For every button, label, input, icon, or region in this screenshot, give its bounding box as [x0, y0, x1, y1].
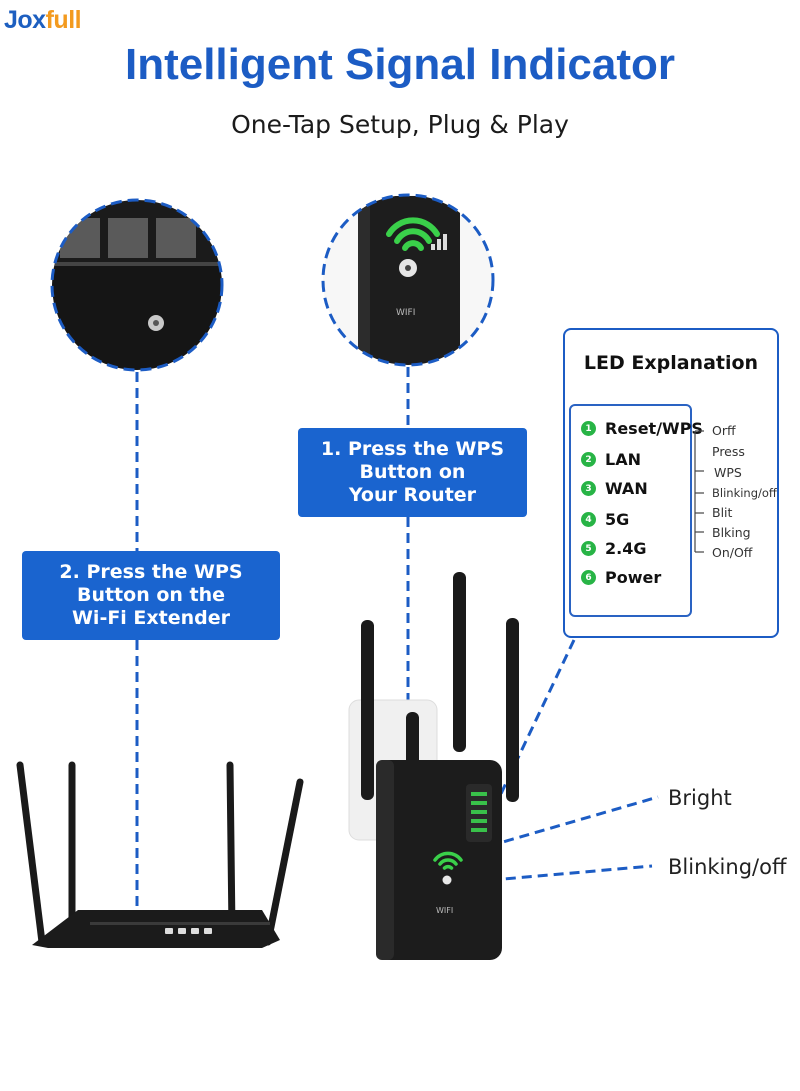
router-button-zoom	[52, 200, 222, 370]
led-label: WAN	[605, 479, 648, 498]
step-text: Button on the	[76, 584, 226, 607]
step-text: Button on	[359, 461, 466, 484]
led-number-badge: 3	[581, 481, 596, 496]
led-state: Blinking/off	[712, 486, 777, 500]
step-text: Wi-Fi Extender	[71, 606, 231, 629]
callout-bright: Bright	[668, 786, 732, 810]
page-subtitle: One-Tap Setup, Plug & Play	[231, 110, 569, 139]
device-label: WIFI	[436, 906, 454, 915]
led-number-badge: 1	[581, 421, 596, 436]
step-1-box: 1. Press the WPS Button on Your Router	[298, 428, 527, 517]
wifi-signal-icon	[386, 217, 447, 251]
step-text: 1. Press the WPS	[320, 438, 505, 461]
led-number-badge: 2	[581, 452, 596, 467]
led-state: Orff	[712, 423, 736, 438]
router-illustration	[16, 761, 304, 948]
led-number-badge: 4	[581, 512, 596, 527]
led-state: Blit	[712, 505, 733, 520]
led-number-badge: 5	[581, 541, 596, 556]
step-text: 2. Press the WPS	[59, 561, 243, 584]
extender-button-zoom	[323, 195, 493, 365]
wps-button-icon	[399, 259, 417, 277]
led-panel-title: LED Explanation	[583, 352, 759, 374]
led-item: 5 2.4G	[581, 539, 646, 558]
led-state: On/Off	[712, 545, 753, 560]
led-label: 5G	[605, 510, 630, 529]
step-2-box: 2. Press the WPS Button on the Wi-Fi Ext…	[22, 551, 280, 640]
led-item: 1 Reset/WPS	[581, 419, 703, 438]
callout-blinking: Blinking/off	[668, 855, 787, 879]
brand-logo: Joxfull	[4, 6, 82, 34]
led-item: 4 5G	[581, 510, 629, 529]
extender-illustration	[348, 572, 519, 960]
led-list: 1 Reset/WPS 2 LAN 3 WAN 4 5G 5 2.4G 6 Power	[569, 404, 703, 617]
led-state: WPS	[714, 465, 742, 480]
led-state: Press	[712, 444, 745, 459]
led-label: Power	[605, 568, 662, 587]
led-state-bracket	[694, 430, 704, 553]
led-item: 2 LAN	[581, 450, 641, 469]
led-label: Reset/WPS	[605, 419, 703, 438]
led-label: LAN	[605, 450, 641, 469]
zoom-circle-right	[321, 193, 495, 367]
device-label: WIFI	[396, 308, 416, 318]
step-text: Your Router	[348, 483, 477, 506]
wifi-signal-icon	[433, 851, 463, 870]
led-label: 2.4G	[605, 539, 647, 558]
led-number-badge: 6	[581, 570, 596, 585]
zoom-circle-left	[50, 198, 224, 372]
page-title: Intelligent Signal Indicator	[124, 40, 676, 89]
led-item: 3 WAN	[581, 479, 648, 498]
led-state: Blking	[712, 525, 751, 540]
led-item: 6 Power	[581, 568, 661, 587]
